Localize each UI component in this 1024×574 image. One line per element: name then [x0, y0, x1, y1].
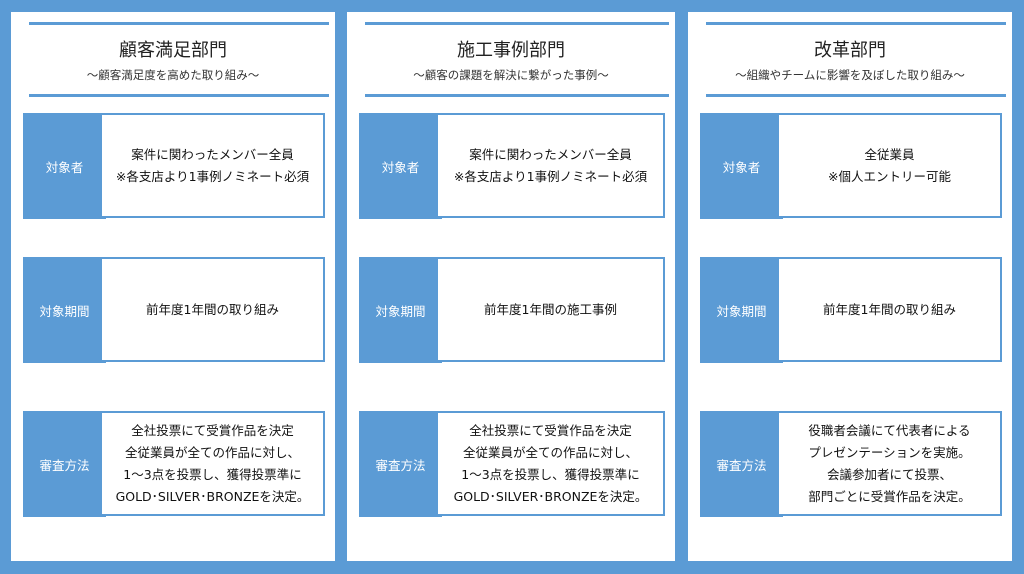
header-rule-top: [29, 22, 329, 25]
category-title: 顧客満足部門: [119, 40, 227, 61]
value-line: 前年度1年間の取り組み: [146, 301, 279, 317]
value-line: 全社投票にて受賞作品を決定: [469, 422, 632, 438]
header-rule-top: [365, 22, 669, 25]
row-value-method: 全社投票にて受賞作品を決定 全従業員が全ての作品に対し、 1～3点を投票し、獲得…: [100, 411, 325, 516]
row-value-target: 全従業員 ※個人エントリー可能: [777, 113, 1002, 218]
row-label-period: 対象期間: [23, 257, 106, 363]
category-title: 改革部門: [814, 40, 886, 61]
value-line: 案件に関わったメンバー全員: [131, 146, 294, 162]
row-value-period: 前年度1年間の取り組み: [777, 257, 1002, 362]
value-line: 前年度1年間の施工事例: [484, 301, 617, 317]
value-line: 部門ごとに受賞作品を決定。: [808, 488, 971, 504]
row-value-period: 前年度1年間の施工事例: [436, 257, 665, 362]
value-line: ※個人エントリー可能: [828, 168, 951, 184]
row-label-period: 対象期間: [359, 257, 442, 363]
row-label-period: 対象期間: [700, 257, 783, 363]
value-line: プレゼンテーションを実施。: [808, 444, 971, 460]
header-rule-bottom: [29, 94, 329, 97]
row-value-target: 案件に関わったメンバー全員 ※各支店より1事例ノミネート必須: [100, 113, 325, 218]
row-label-target: 対象者: [23, 113, 106, 219]
row-label-target: 対象者: [359, 113, 442, 219]
value-line: 役職者会議にて代表者による: [808, 422, 971, 438]
row-value-period: 前年度1年間の取り組み: [100, 257, 325, 362]
row-label-method: 審査方法: [700, 411, 783, 517]
value-line: 前年度1年間の取り組み: [823, 301, 956, 317]
category-panel-construction-case: 施工事例部門 ～顧客の課題を解決に繋がった事例～ 対象者 案件に関わったメンバー…: [347, 12, 675, 561]
row-label-method: 審査方法: [359, 411, 442, 517]
value-line: 全従業員: [864, 146, 915, 162]
category-panel-reform: 改革部門 ～組織やチームに影響を及ぼした取り組み～ 対象者 全従業員 ※個人エン…: [688, 12, 1012, 561]
value-line: 1～3点を投票し、獲得投票準に: [461, 466, 640, 482]
row-label-target: 対象者: [700, 113, 783, 219]
value-line: 会議参加者にて投票、: [826, 466, 952, 482]
value-line: 全従業員が全ての作品に対し、: [462, 444, 638, 460]
header-rule-bottom: [365, 94, 669, 97]
row-value-method: 全社投票にて受賞作品を決定 全従業員が全ての作品に対し、 1～3点を投票し、獲得…: [436, 411, 665, 516]
header-rule-top: [706, 22, 1006, 25]
header-rule-bottom: [706, 94, 1006, 97]
value-line: 全社投票にて受賞作品を決定: [131, 422, 294, 438]
category-panel-customer-satisfaction: 顧客満足部門 ～顧客満足度を高めた取り組み～ 対象者 案件に関わったメンバー全員…: [11, 12, 335, 561]
row-label-method: 審査方法: [23, 411, 106, 517]
value-line: 案件に関わったメンバー全員: [469, 146, 632, 162]
category-subtitle: ～顧客満足度を高めた取り組み～: [86, 68, 260, 82]
value-line: GOLD･SILVER･BRONZEを決定。: [453, 488, 648, 504]
row-value-method: 役職者会議にて代表者による プレゼンテーションを実施。 会議参加者にて投票、 部…: [777, 411, 1002, 516]
value-line: GOLD･SILVER･BRONZEを決定。: [115, 488, 310, 504]
value-line: ※各支店より1事例ノミネート必須: [115, 168, 310, 184]
category-title: 施工事例部門: [457, 40, 565, 61]
value-line: ※各支店より1事例ノミネート必須: [453, 168, 648, 184]
row-value-target: 案件に関わったメンバー全員 ※各支店より1事例ノミネート必須: [436, 113, 665, 218]
category-subtitle: ～組織やチームに影響を及ぼした取り組み～: [735, 68, 965, 82]
category-subtitle: ～顧客の課題を解決に繋がった事例～: [413, 68, 609, 82]
value-line: 1～3点を投票し、獲得投票準に: [123, 466, 302, 482]
value-line: 全従業員が全ての作品に対し、: [124, 444, 300, 460]
